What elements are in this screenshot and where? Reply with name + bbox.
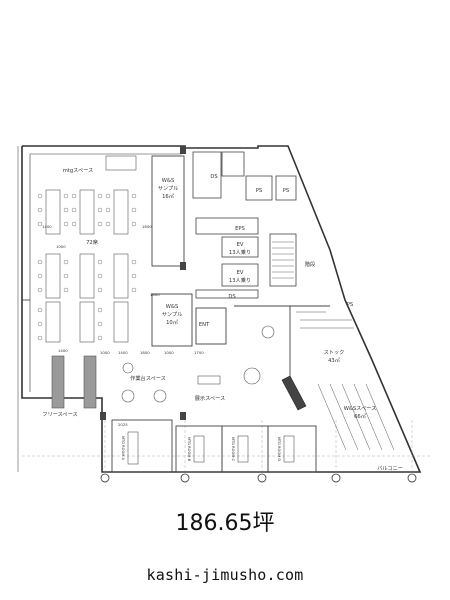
dim-1400a: 1400 bbox=[42, 224, 52, 229]
label-ws-sample-1b: サンプル bbox=[158, 185, 179, 192]
desk-chairs bbox=[37, 193, 137, 341]
dim-1800b: 1800 bbox=[140, 350, 150, 355]
dimension-labels: 1400 1000 1800 1400 1000 1800 1000 1700 … bbox=[42, 224, 204, 427]
label-ws-sample-1: W&S bbox=[162, 178, 174, 184]
label-display-space: 展示スペース bbox=[195, 395, 226, 402]
mtg-room-tables bbox=[127, 431, 295, 465]
dim-1700: 1700 bbox=[194, 350, 204, 355]
grid-markers bbox=[100, 473, 417, 483]
label-ws-sample-1c: 16㎡ bbox=[162, 192, 175, 200]
label-ps-3: PS bbox=[347, 302, 353, 308]
label-balcony: バルコニー bbox=[377, 465, 403, 472]
label-mtg-room-b: MTG ROOM B bbox=[187, 437, 191, 462]
building-outline bbox=[17, 145, 422, 473]
label-ps-2: PS bbox=[283, 188, 289, 194]
dim-1000b: 1000 bbox=[100, 350, 110, 355]
label-ev-1b: 13人乗り bbox=[229, 249, 251, 256]
label-mtg-space: mtgスペース bbox=[63, 167, 94, 174]
label-mtg-room-a: MTG ROOM A bbox=[121, 436, 125, 461]
site-watermark: kashi-jimusho.com bbox=[146, 566, 304, 584]
label-mtg-room-d: MTG ROOM D bbox=[277, 437, 281, 462]
dim-1800a: 1800 bbox=[142, 224, 152, 229]
dim-2025: 2025 bbox=[118, 422, 128, 427]
dim-1000c: 1000 bbox=[164, 350, 174, 355]
label-stock-area: 43㎡ bbox=[328, 356, 341, 364]
floor-plan: mtgスペース W&S サンプル 16㎡ W&S サンプル 10㎡ 72席 DS… bbox=[17, 145, 430, 486]
floor-area-label: 186.65坪 bbox=[175, 511, 275, 536]
label-free-space: フリースペース bbox=[42, 411, 77, 418]
grid-lines bbox=[22, 420, 430, 486]
label-ws-sample-2c: 10㎡ bbox=[166, 318, 179, 326]
label-stock: ストック bbox=[324, 349, 345, 356]
core-rooms bbox=[192, 151, 297, 299]
label-ds-2: DS bbox=[228, 294, 235, 300]
label-ws-space-area: 66㎡ bbox=[354, 412, 367, 420]
room-labels: mtgスペース W&S サンプル 16㎡ W&S サンプル 10㎡ 72席 DS… bbox=[42, 167, 403, 472]
stair-treads bbox=[272, 241, 294, 279]
label-seats: 72席 bbox=[86, 238, 98, 246]
dim-1600: 1600 bbox=[150, 292, 160, 297]
dim-1400c: 1400 bbox=[58, 348, 68, 353]
round-tables bbox=[121, 325, 275, 403]
label-entrance: ENT bbox=[199, 322, 210, 328]
dim-1000a: 1000 bbox=[56, 244, 66, 249]
label-ev-2: EV bbox=[237, 270, 244, 276]
display-shelf bbox=[281, 375, 307, 411]
label-work-space: 作業台スペース bbox=[130, 374, 166, 382]
label-ev-1: EV bbox=[237, 242, 244, 248]
office-desks bbox=[45, 155, 137, 343]
label-ws-space: W&Sスペース bbox=[344, 405, 377, 412]
ws-racks bbox=[296, 311, 395, 451]
room-walls bbox=[111, 155, 330, 473]
label-ps-1: PS bbox=[256, 188, 262, 194]
dim-1400b: 1400 bbox=[118, 350, 128, 355]
label-mtg-room-c: MTG ROOM C bbox=[231, 437, 235, 462]
label-ws-sample-2: W&S bbox=[166, 304, 178, 310]
label-ds-1: DS bbox=[210, 174, 217, 180]
label-ws-sample-2b: サンプル bbox=[162, 311, 183, 318]
mtg-room-labels: MTG ROOM A MTG ROOM B MTG ROOM C MTG ROO… bbox=[121, 436, 281, 462]
label-stairs: 階段 bbox=[305, 260, 315, 268]
work-tables bbox=[51, 355, 97, 409]
label-ev-2b: 13人乗り bbox=[229, 277, 251, 284]
label-eps: EPS bbox=[235, 226, 245, 232]
